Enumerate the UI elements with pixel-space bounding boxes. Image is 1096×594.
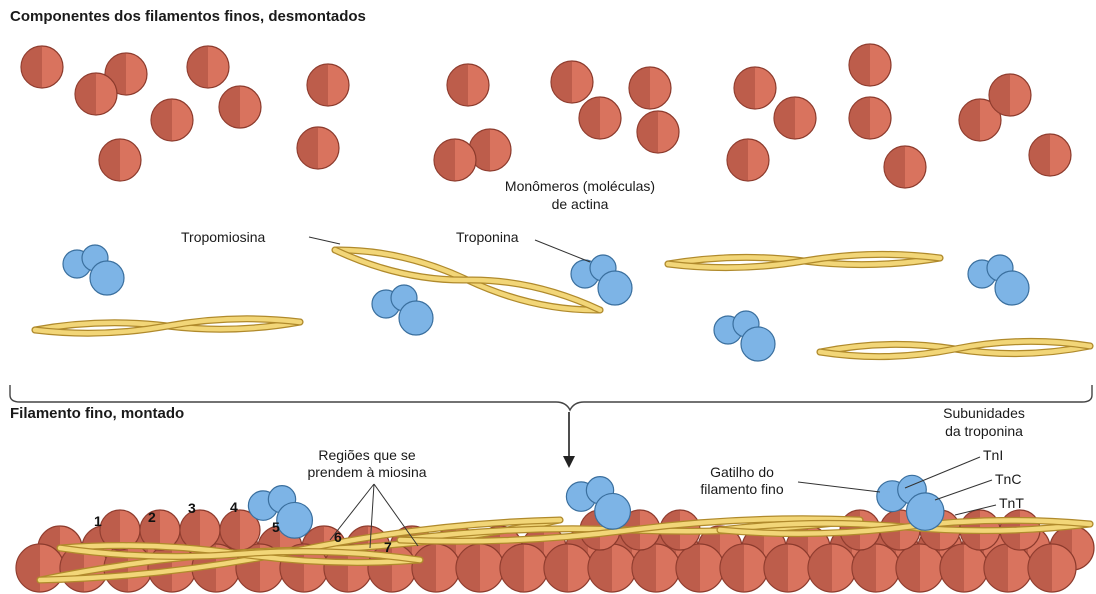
title-disassembled: Componentes dos filamentos finos, desmon… (10, 8, 366, 25)
actin-monomer (151, 99, 193, 141)
filament-actin-front (588, 544, 636, 592)
actin-monomer (75, 73, 117, 115)
trigger-label-line1: Gatilho do (710, 464, 774, 480)
actin-monomer (99, 139, 141, 181)
actin-monomer (849, 44, 891, 86)
actin-monomer (187, 46, 229, 88)
trigger-leader-line (798, 482, 880, 492)
tnc-label: TnC (995, 471, 1021, 487)
actin-monomer (219, 86, 261, 128)
actin-monomer (734, 67, 776, 109)
subunits-label-line2: da troponina (945, 423, 1023, 439)
actin-monomer (989, 74, 1031, 116)
actin-monomer (447, 64, 489, 106)
myosin-binding-label-line1: Regiões que se (318, 447, 416, 463)
site-number-6: 6 (334, 529, 342, 545)
subunits-label-line1: Subunidades (943, 405, 1025, 421)
filament-actin-front (412, 544, 460, 592)
trigger-label-line2: filamento fino (700, 481, 783, 497)
assembled-filament (16, 475, 1094, 592)
actin-monomers (21, 44, 1071, 188)
filament-troponin (566, 477, 630, 529)
actin-monomer (1029, 134, 1071, 176)
filament-actin-front (764, 544, 812, 592)
actin-monomers-label-line2: de actina (552, 196, 609, 212)
site-number-3: 3 (188, 500, 196, 516)
filament-actin-front (544, 544, 592, 592)
filament-actin-front (984, 544, 1032, 592)
troponin-leader-line (535, 240, 590, 262)
troponin-complex (63, 245, 124, 295)
troponin-complex (968, 255, 1029, 305)
tropomyosin-label: Tropomiosina (181, 229, 266, 245)
myosin-binding-label-line2: prendem à miosina (307, 464, 426, 480)
tropomyosin-strand (820, 341, 1090, 356)
filament-actin-front (720, 544, 768, 592)
assembly-arrowhead (563, 456, 575, 468)
filament-actin-front (368, 544, 416, 592)
filament-actin-front (808, 544, 856, 592)
actin-monomer (774, 97, 816, 139)
filament-actin-front (456, 544, 504, 592)
site-number-1: 1 (94, 513, 102, 529)
troponin-label: Troponina (456, 229, 519, 245)
site-number-5: 5 (272, 519, 280, 535)
site-number-2: 2 (148, 509, 156, 525)
actin-monomers-label-line1: Monômeros (moléculas) (505, 178, 655, 194)
actin-monomer (434, 139, 476, 181)
tropomyosin-strands (35, 250, 1090, 357)
actin-monomer (297, 127, 339, 169)
site-number-7: 7 (384, 539, 392, 555)
actin-monomer (629, 67, 671, 109)
tropomyosin-strand (668, 254, 940, 267)
filament-actin-top (180, 510, 220, 550)
actin-monomer (21, 46, 63, 88)
actin-monomer (849, 97, 891, 139)
filament-actin-front (632, 544, 680, 592)
troponin-complex (571, 255, 632, 305)
tni-leader-line (905, 457, 980, 488)
troponin-complex (714, 311, 775, 361)
actin-monomer (637, 111, 679, 153)
title-assembled: Filamento fino, montado (10, 405, 184, 422)
tropomyosin-leader-line (309, 237, 340, 244)
filament-actin-front (500, 544, 548, 592)
tni-label: TnI (983, 447, 1003, 463)
filament-actin-front (16, 544, 64, 592)
filament-actin-front (676, 544, 724, 592)
actin-monomer (551, 61, 593, 103)
actin-monomer (579, 97, 621, 139)
tropomyosin-strand (35, 319, 300, 333)
actin-monomer (727, 139, 769, 181)
tnc-leader-line (935, 480, 992, 500)
filament-actin-front (896, 544, 944, 592)
filament-actin-front (940, 544, 988, 592)
actin-monomer (884, 146, 926, 188)
troponin-complex (372, 285, 433, 335)
site-number-4: 4 (230, 499, 238, 515)
tnt-label: TnT (999, 495, 1024, 511)
actin-monomer (307, 64, 349, 106)
filament-actin-front (852, 544, 900, 592)
filament-actin-front (1028, 544, 1076, 592)
